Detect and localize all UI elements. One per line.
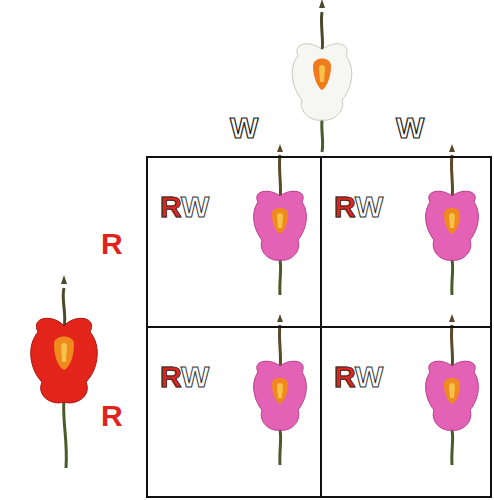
punnett-cell: RW xyxy=(320,156,492,328)
genotype-text: RW xyxy=(160,362,209,392)
genotype-text: RW xyxy=(160,192,209,222)
punnett-cell: RW xyxy=(146,326,322,498)
punnett-cell: RW xyxy=(146,156,322,328)
genotype-text: RW xyxy=(334,192,383,222)
genotype-text: RW xyxy=(334,362,383,392)
allele-label: W xyxy=(230,113,258,143)
allele-label: R xyxy=(101,229,123,259)
allele-label: R xyxy=(101,401,123,431)
allele-label: W xyxy=(396,113,424,143)
punnett-cell: RW xyxy=(320,326,492,498)
